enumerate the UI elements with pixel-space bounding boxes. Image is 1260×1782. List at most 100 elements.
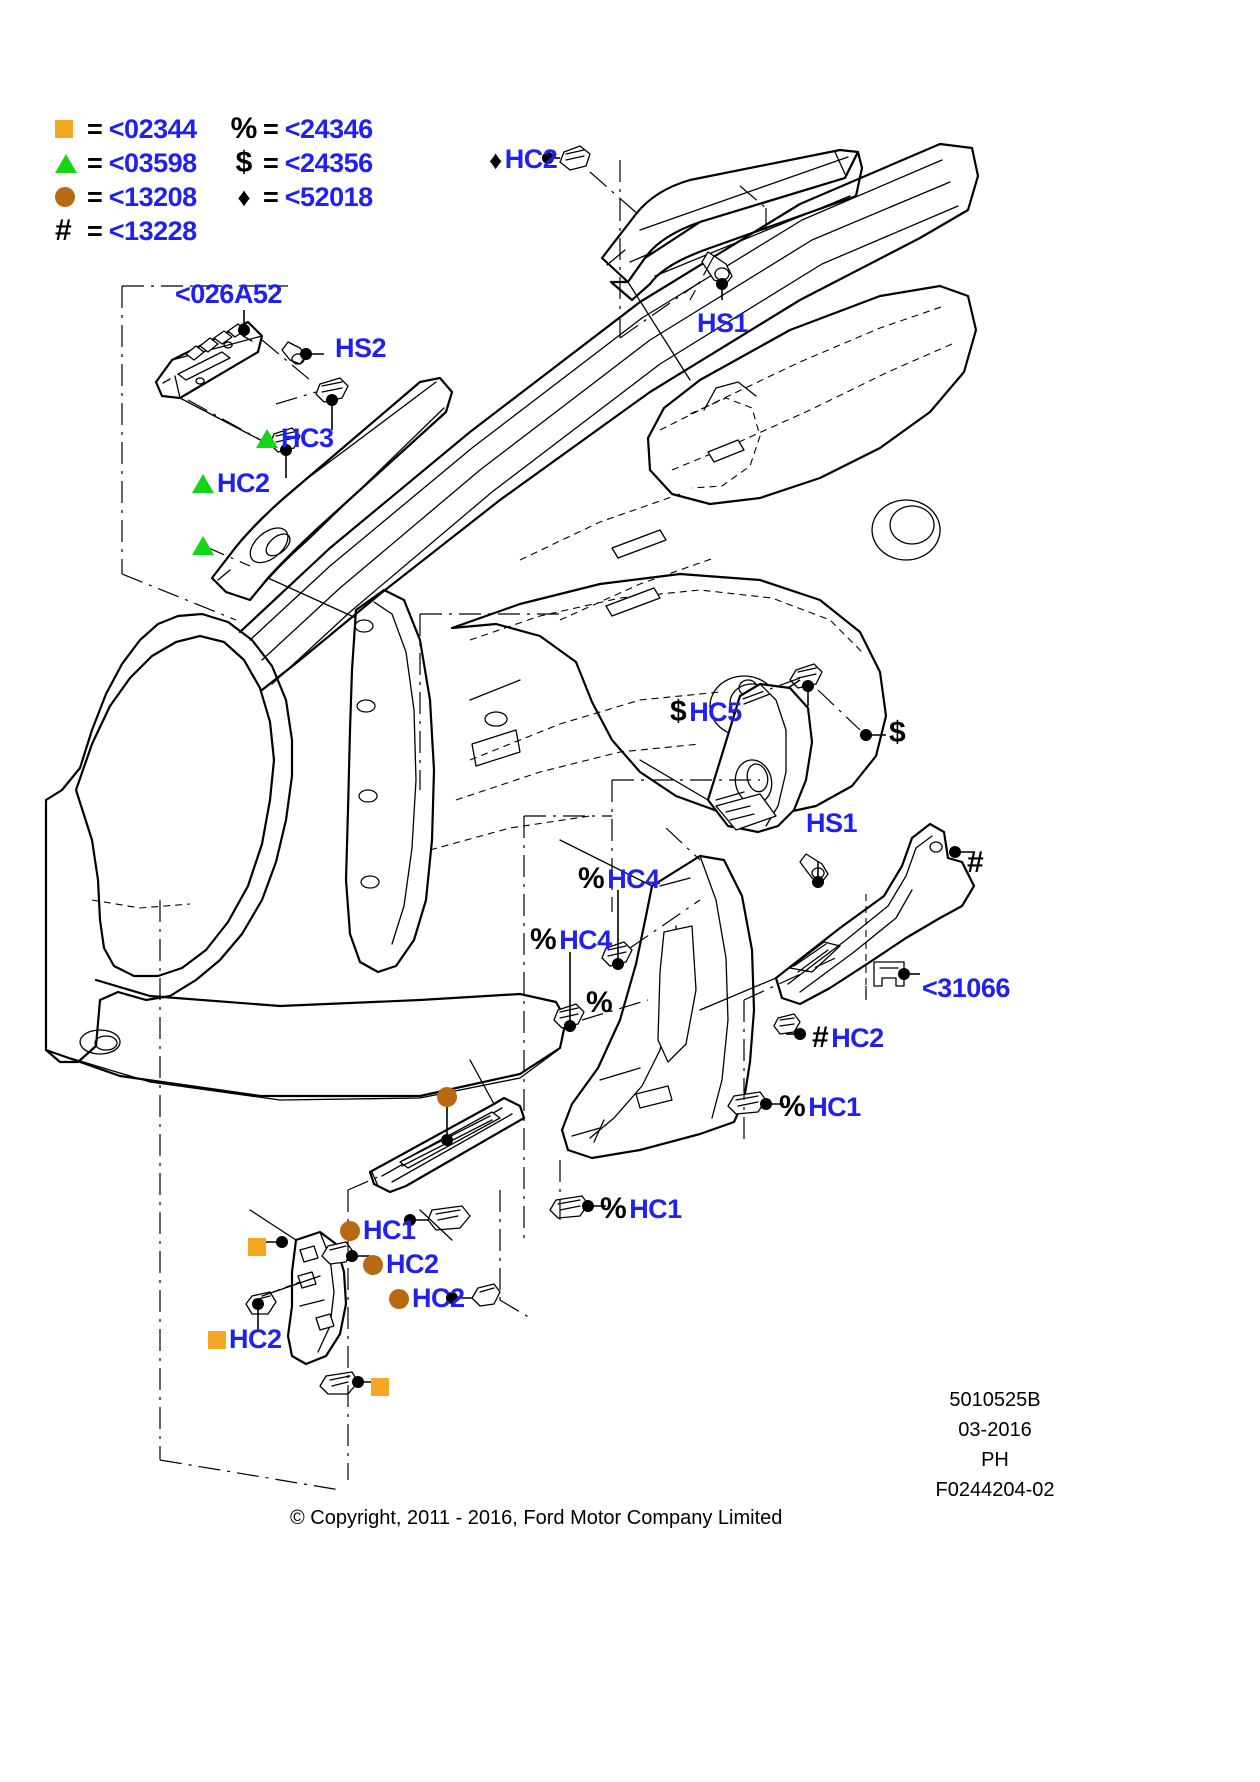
drawing-info-block: 5010525B 03-2016 PH F0244204-02 <box>880 1385 1110 1505</box>
callout-hc2-orange[interactable]: HC2 <box>208 1326 282 1354</box>
percent-icon: % <box>586 986 613 1019</box>
callout-text: HC2 <box>386 1249 439 1279</box>
legend-entry-24356: $ = <24356 <box>227 146 373 180</box>
callout-hs1-mid[interactable]: HS1 <box>806 808 858 838</box>
callout-text: HC1 <box>363 1215 416 1245</box>
green-triangle-icon <box>192 474 214 493</box>
callout-text: <026A52 <box>175 279 282 309</box>
dollar-icon: $ <box>889 716 906 749</box>
callout-brown-circle-bare[interactable] <box>437 1082 457 1109</box>
legend-part-number[interactable]: <24346 <box>284 113 373 144</box>
legend-row: = <13208 ♦ = <52018 <box>55 180 373 214</box>
percent-icon: % <box>779 1090 806 1123</box>
equals-sign: = <box>87 215 103 246</box>
callout-text: HC3 <box>281 423 334 453</box>
copyright-notice: © Copyright, 2011 - 2016, Ford Motor Com… <box>290 1507 783 1529</box>
hash-icon: # <box>967 846 984 879</box>
equals-sign: = <box>87 181 103 212</box>
equals-sign: = <box>87 147 103 178</box>
legend-entry-24346: % = <24346 <box>227 112 373 146</box>
callout-hc4-upper[interactable]: % HC4 <box>578 864 660 894</box>
equals-sign: = <box>87 113 103 144</box>
figure-id: F0244204-02 <box>935 1479 1055 1501</box>
symbol-legend: = <02344 % = <24346 = <03598 $ = <24356 <box>55 112 373 248</box>
callout-text: HS1 <box>697 308 749 338</box>
callout-hc1-percent-lower[interactable]: % HC1 <box>600 1194 682 1224</box>
equals-sign: = <box>263 147 279 178</box>
callout-hc3[interactable]: HC3 <box>256 425 334 453</box>
legend-row: # = <13228 <box>55 214 373 248</box>
orange-square-icon <box>55 120 85 138</box>
brown-circle-icon <box>389 1288 409 1309</box>
callout-text: HC2 <box>217 468 270 498</box>
callout-text: HC2 <box>229 1324 282 1354</box>
drawing-code: PH <box>981 1449 1009 1471</box>
callout-31066[interactable]: <31066 <box>922 975 1010 1002</box>
callout-hc2-brown-a[interactable]: HC2 <box>363 1251 439 1280</box>
callout-green-triangle-bare[interactable] <box>192 531 214 558</box>
brown-circle-icon <box>340 1220 360 1241</box>
callout-hash-bare[interactable]: # <box>967 846 984 879</box>
hash-icon: # <box>812 1021 829 1054</box>
callout-text: HC5 <box>689 696 742 727</box>
brown-circle-icon <box>55 187 85 207</box>
callout-hc5-dollar[interactable]: $ HC5 <box>670 697 742 727</box>
callout-percent-bare[interactable]: % <box>586 986 613 1019</box>
legend-part-number[interactable]: <13228 <box>108 215 197 246</box>
callout-text: HC4 <box>559 924 612 955</box>
legend-part-number[interactable]: <02344 <box>108 113 197 144</box>
drawing-number: 5010525B <box>949 1389 1041 1411</box>
percent-icon: % <box>530 923 557 956</box>
callout-hc4-lower[interactable]: % HC4 <box>530 925 612 955</box>
callout-hc2-green[interactable]: HC2 <box>192 470 270 498</box>
percent-icon: % <box>578 862 605 895</box>
legend-part-number[interactable]: <03598 <box>108 147 197 178</box>
assembly-construction-lines <box>121 160 867 1491</box>
legend-entry-13228: # = <13228 <box>55 214 227 248</box>
legend-part-number[interactable]: <52018 <box>284 181 373 212</box>
legend-entry-13208: = <13208 <box>55 182 227 213</box>
hash-icon: # <box>55 214 72 247</box>
brown-circle-icon <box>363 1254 383 1275</box>
callout-orange-square-left[interactable] <box>248 1232 266 1259</box>
callout-hc2-hash[interactable]: # HC2 <box>812 1023 884 1053</box>
callout-hc1-brown[interactable]: HC1 <box>340 1217 416 1246</box>
diamond-icon: ♦ <box>237 181 251 212</box>
callout-orange-square-bottom[interactable] <box>371 1372 389 1399</box>
front-scuff-plate-art <box>368 1096 526 1194</box>
callout-text: HC2 <box>412 1283 465 1313</box>
orange-square-icon <box>248 1237 266 1256</box>
legend-part-number[interactable]: <13208 <box>108 181 197 212</box>
percent-icon: % <box>230 112 258 145</box>
callout-hs1-top[interactable]: HS1 <box>697 308 749 338</box>
legend-part-number[interactable]: <24356 <box>284 147 373 178</box>
dollar-icon: $ <box>235 146 253 179</box>
callout-text: HC4 <box>607 863 660 894</box>
callout-dollar-bare[interactable]: $ <box>889 716 906 749</box>
legend-row: = <03598 $ = <24356 <box>55 146 373 180</box>
callout-hc2-brown-b[interactable]: HC2 <box>389 1285 465 1314</box>
callout-026a52[interactable]: <026A52 <box>175 281 282 308</box>
legend-entry-52018: ♦ = <52018 <box>227 182 373 213</box>
callout-hc2-diamond[interactable]: ♦ HC2 <box>489 144 558 175</box>
equals-sign: = <box>263 181 279 212</box>
callout-hc1-percent-upper[interactable]: % HC1 <box>779 1092 861 1122</box>
green-triangle-icon <box>55 153 85 173</box>
orange-square-icon <box>208 1330 226 1349</box>
callout-text: HC2 <box>504 144 558 174</box>
percent-icon: % <box>600 1192 627 1225</box>
callout-text: <31066 <box>922 973 1010 1003</box>
callout-text: HC2 <box>831 1022 884 1053</box>
legend-entry-02344: = <02344 <box>55 114 227 145</box>
diamond-icon: ♦ <box>489 144 502 175</box>
callout-text: HS2 <box>335 333 387 363</box>
equals-sign: = <box>263 113 279 144</box>
callout-text: HC1 <box>629 1193 682 1224</box>
callout-text: HS1 <box>806 808 858 838</box>
callout-text: HC1 <box>808 1091 861 1122</box>
green-triangle-icon <box>192 536 214 556</box>
callout-hs2[interactable]: HS2 <box>335 333 387 363</box>
a-pillar-garnish-art <box>154 320 264 400</box>
legend-row: = <02344 % = <24346 <box>55 112 373 146</box>
dollar-icon: $ <box>670 695 687 728</box>
